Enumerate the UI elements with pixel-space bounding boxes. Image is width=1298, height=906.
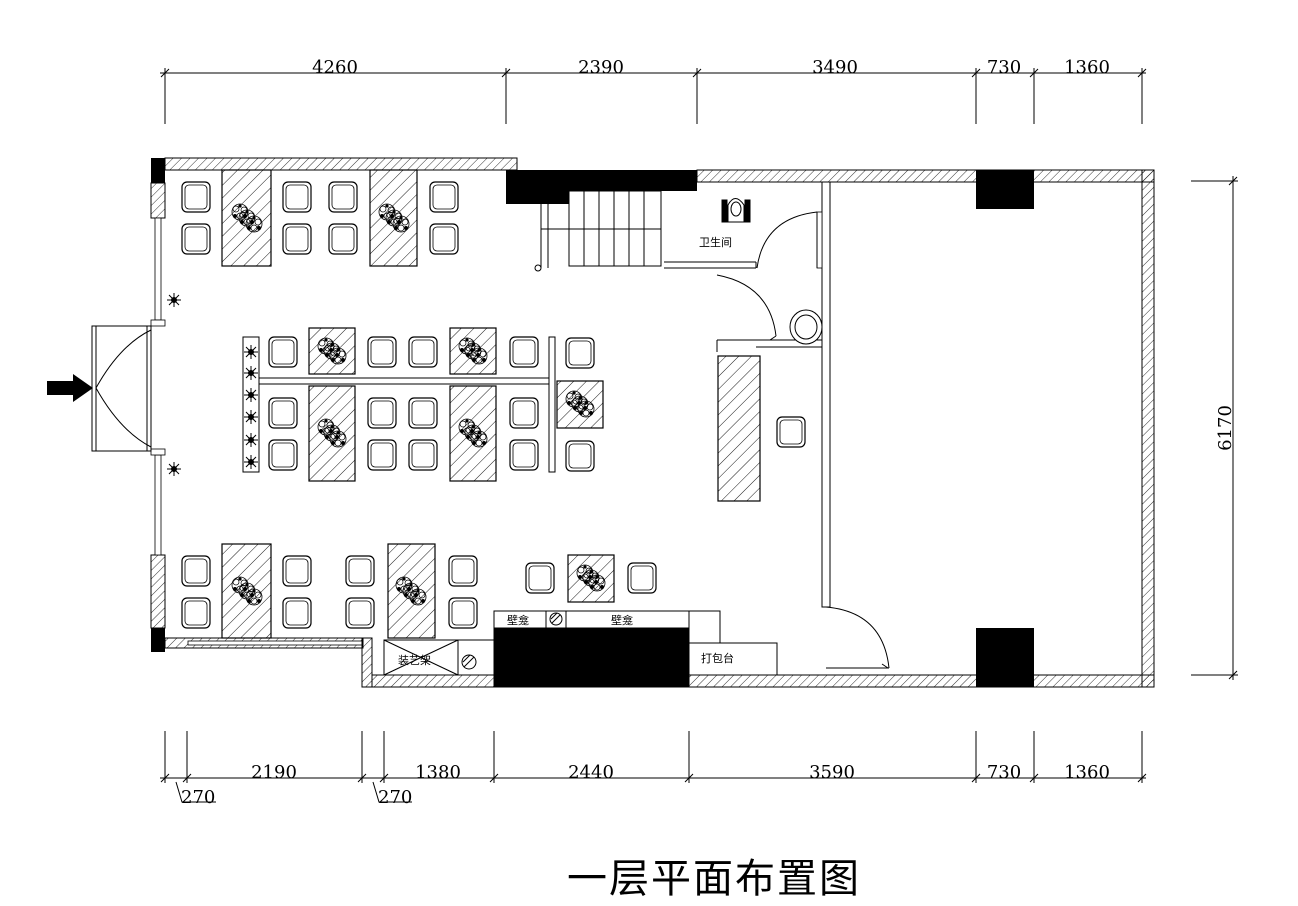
table-mid-2 xyxy=(449,327,497,375)
table-bottom-1 xyxy=(221,543,272,639)
dim-top-4: 730 xyxy=(987,57,1021,78)
dim-offset-2: 270 xyxy=(378,787,412,808)
toilet-label: 卫生间 xyxy=(699,235,732,249)
bar-counter xyxy=(717,355,761,502)
dim-right: 6170 xyxy=(1215,405,1236,451)
packing-counter-label: 打包台 xyxy=(701,651,734,665)
entrance-doors xyxy=(91,325,152,452)
dining-dividers xyxy=(242,336,556,473)
kitchen-door xyxy=(825,606,890,669)
corridor-door xyxy=(716,274,777,341)
cashier-chair xyxy=(776,416,806,448)
toilet-door xyxy=(756,211,818,269)
entrance-arrow-icon xyxy=(47,374,93,402)
dim-offset-1: 270 xyxy=(181,787,215,808)
walls xyxy=(150,157,1155,688)
art-shelf-label: 装艺架 xyxy=(398,654,431,667)
right-dimension xyxy=(1191,176,1238,680)
table-mid-4 xyxy=(449,385,497,482)
dim-bottom-2: 1380 xyxy=(415,762,461,783)
wall-cabinet-left-label: 壁龛 xyxy=(507,613,529,627)
dining-tables xyxy=(221,169,615,639)
table-top-1 xyxy=(221,169,272,267)
dim-top-1: 4260 xyxy=(312,57,358,78)
bottom-cabinets xyxy=(383,610,778,688)
table-top-2 xyxy=(369,169,418,267)
toilet-fixture xyxy=(721,198,751,223)
dim-bottom-4: 3590 xyxy=(809,762,855,783)
table-mid-3 xyxy=(308,385,356,482)
dim-top-3: 3490 xyxy=(812,57,858,78)
potted-plant-icon xyxy=(166,292,182,308)
wall-cabinet-right-label: 壁龛 xyxy=(611,613,633,627)
dim-bottom-1: 2190 xyxy=(251,762,297,783)
drawing-title: 一层平面布置图 xyxy=(567,856,861,902)
dim-bottom-3: 2440 xyxy=(568,762,614,783)
staircase xyxy=(534,190,662,272)
dim-bottom-5: 730 xyxy=(987,762,1021,783)
top-dimension-chain xyxy=(160,68,1147,124)
dim-top-2: 2390 xyxy=(578,57,624,78)
potted-plant-icon xyxy=(166,461,182,477)
dim-top-5: 1360 xyxy=(1064,57,1110,78)
table-bottom-3 xyxy=(567,554,615,603)
dim-bottom-6: 1360 xyxy=(1064,762,1110,783)
bottom-dimension-chain xyxy=(160,731,1147,803)
sink xyxy=(789,309,823,345)
table-mid-5 xyxy=(556,380,604,429)
table-bottom-2 xyxy=(387,543,436,639)
table-mid-1 xyxy=(308,327,356,375)
